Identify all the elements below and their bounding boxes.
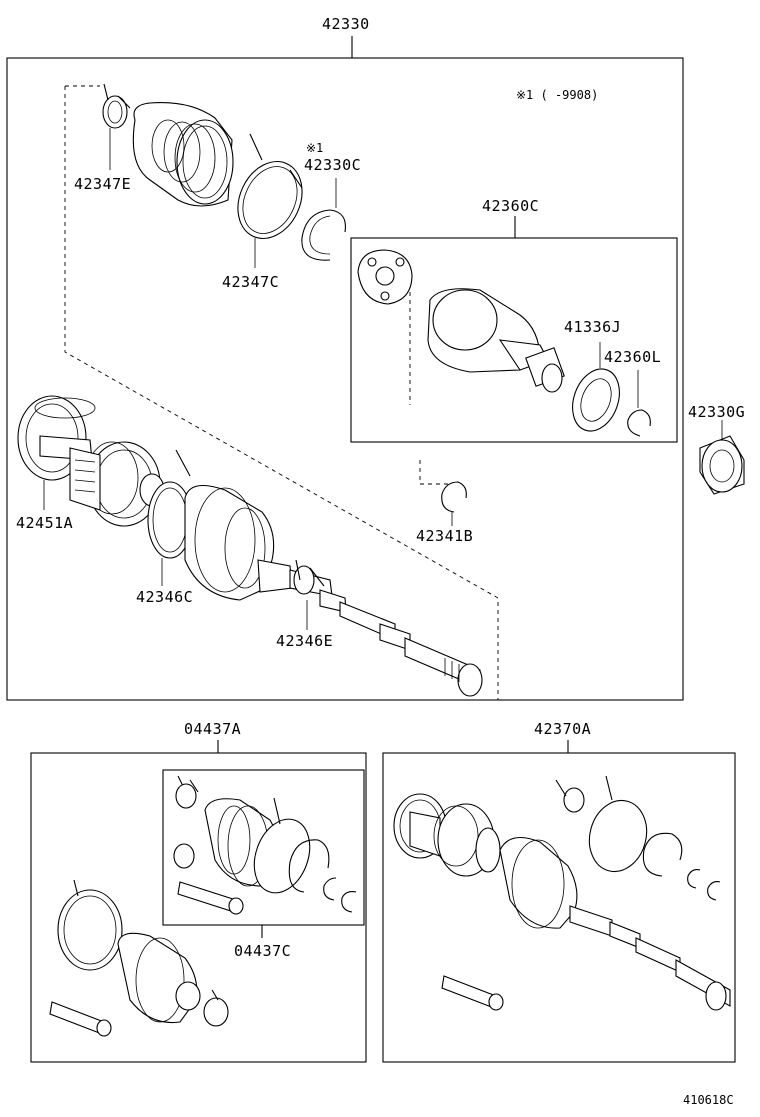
label-42360l[interactable]: 42360L [604, 348, 661, 366]
assembly-dash-outline [64, 86, 499, 700]
kit-c-clamp-large-icon[interactable] [245, 797, 320, 901]
label-42360c[interactable]: 42360C [482, 197, 539, 215]
clamp-42346e-icon[interactable] [295, 559, 325, 587]
label-42330[interactable]: 42330 [322, 15, 370, 33]
outboard-clamp-small-icon[interactable] [555, 779, 585, 813]
label-42347c[interactable]: 42347C [222, 273, 279, 291]
label-42341b[interactable]: 42341B [416, 527, 473, 545]
bearing-42330g-icon[interactable] [699, 435, 745, 495]
kit-04437a-frame [30, 752, 367, 1063]
label-42347e[interactable]: 42347E [74, 175, 131, 193]
outer-joint-icon[interactable] [69, 441, 165, 527]
outboard-clamp-large-icon[interactable] [582, 775, 655, 878]
ring-note: ※1 [306, 141, 323, 155]
bolt-41336j-icon[interactable] [564, 362, 627, 437]
kit-04437c-frame [162, 769, 365, 926]
outboard-ring-icon[interactable] [642, 832, 721, 901]
kit-a-boot-icon[interactable] [117, 932, 201, 1024]
kit-a-clamp-large-icon[interactable] [57, 879, 123, 971]
outboard-grease-icon[interactable] [441, 975, 504, 1011]
label-41336j[interactable]: 41336J [564, 318, 621, 336]
kit-c-ring-icon[interactable] [288, 839, 357, 913]
kit-c-grease-icon[interactable] [177, 881, 244, 915]
kit-a-grease-icon[interactable] [49, 1001, 112, 1037]
kit-c-clamp-small-icon[interactable] [173, 775, 199, 869]
boot-upper-icon[interactable] [132, 102, 234, 207]
outboard-boot-icon[interactable] [499, 836, 578, 929]
label-42330g[interactable]: 42330G [688, 403, 745, 421]
snap-ring-42341b-icon[interactable] [441, 481, 467, 513]
note-9908: ※1 ( -9908) [516, 88, 598, 102]
label-42330c[interactable]: 42330C [304, 156, 361, 174]
inboard-joint-frame [350, 237, 678, 443]
main-assembly-frame [6, 36, 684, 701]
clamp-42347c-icon[interactable] [226, 133, 314, 249]
label-42346e[interactable]: 42346E [276, 632, 333, 650]
drive-shaft-icon[interactable] [289, 565, 483, 697]
snap-ring-42360l-icon[interactable] [627, 409, 651, 437]
label-42451a[interactable]: 42451A [16, 514, 73, 532]
label-04437c[interactable]: 04437C [234, 942, 291, 960]
boot-lower-icon[interactable] [184, 484, 293, 601]
snap-ring-42330c-icon[interactable] [301, 209, 346, 261]
drawing-number: 410618C [683, 1093, 734, 1107]
label-42370a[interactable]: 42370A [534, 720, 591, 738]
outboard-joint-icon[interactable] [393, 793, 501, 877]
label-04437a[interactable]: 04437A [184, 720, 241, 738]
outboard-shaft-icon[interactable] [569, 905, 731, 1011]
clamp-42347e-icon[interactable] [102, 83, 131, 129]
kit-a-clamp-small-icon[interactable] [203, 989, 229, 1027]
inboard-joint-housing-icon[interactable] [427, 288, 565, 393]
outboard-assy-frame [382, 752, 736, 1063]
label-42346c[interactable]: 42346C [136, 588, 193, 606]
tripod-icon[interactable] [357, 249, 413, 305]
dust-seal-42451a-icon[interactable] [17, 395, 96, 481]
